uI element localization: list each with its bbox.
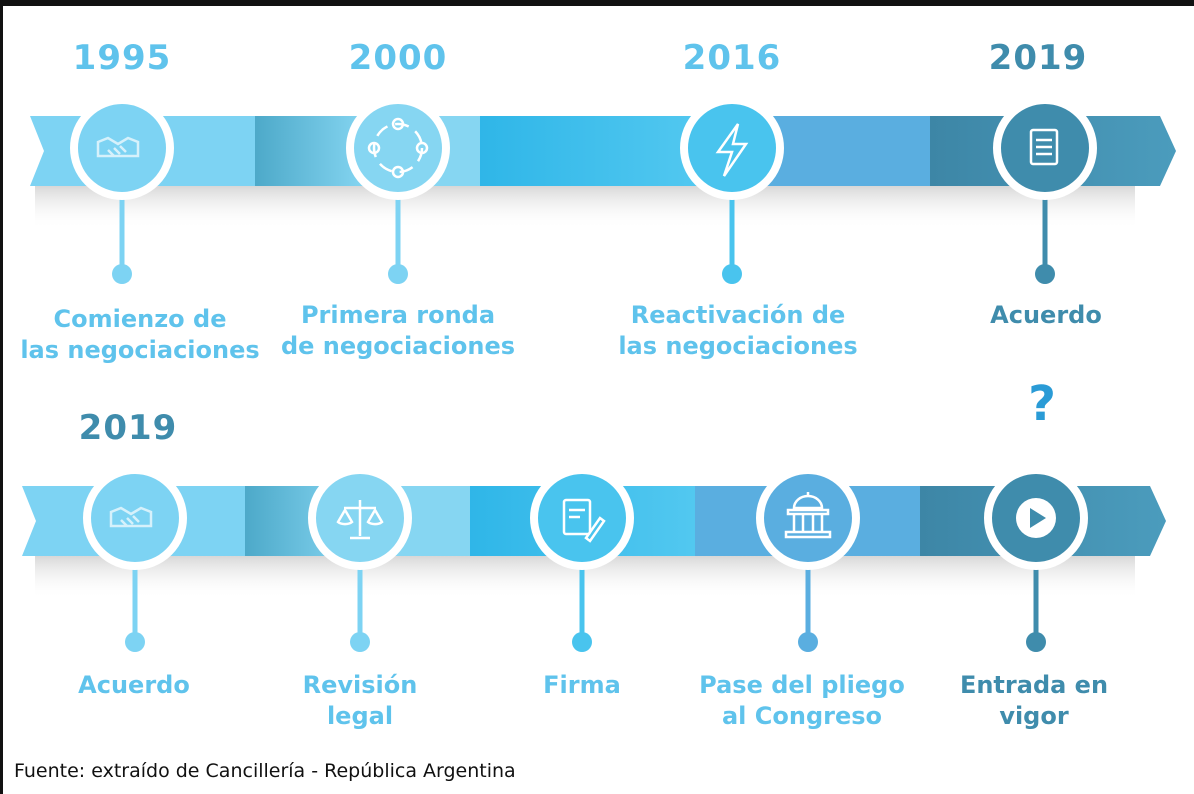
frame-top-border xyxy=(0,0,1194,6)
handshake-icon xyxy=(96,136,140,158)
bottom-label-3-line-1: Firma xyxy=(543,671,621,699)
bottom-label-1: Acuerdo xyxy=(0,670,274,701)
bottom-milestone-1 xyxy=(83,466,187,652)
bottom-label-5-line-1: Entrada en xyxy=(959,671,1109,699)
bottom-milestone-3 xyxy=(530,466,634,652)
bottom-label-4: Pase del pliego al Congreso xyxy=(662,670,942,732)
bottom-label-2: Revisión legal xyxy=(220,670,500,732)
bottom-label-4-line-2: al Congreso xyxy=(721,702,883,730)
top-label-2-line-1: Primera ronda xyxy=(300,301,496,329)
top-band-shadow xyxy=(35,184,1135,229)
bottom-milestone-5 xyxy=(984,466,1088,652)
top-year-4: 2019 xyxy=(988,38,1088,78)
bottom-label-3: Firma xyxy=(442,670,722,701)
bottom-year: 2019 xyxy=(78,408,178,448)
bottom-label-2-line-2: legal xyxy=(326,702,394,730)
top-label-4-line-1: Acuerdo xyxy=(990,301,1102,329)
top-milestone-1 xyxy=(70,96,174,284)
people-circle-icon xyxy=(367,117,429,179)
play-icon xyxy=(1016,498,1056,538)
top-milestone-4 xyxy=(993,96,1097,284)
bottom-milestone-4 xyxy=(756,466,860,652)
bottom-label-2-line-1: Revisión xyxy=(302,671,418,699)
top-milestone-3 xyxy=(680,96,784,284)
bottom-milestone-2 xyxy=(308,466,412,652)
top-label-4: Acuerdo xyxy=(906,300,1186,331)
question-mark: ? xyxy=(1028,376,1056,432)
top-label-3-line-2: las negociaciones xyxy=(618,332,858,360)
signature-icon xyxy=(562,498,606,543)
top-year-1: 1995 xyxy=(72,38,172,78)
bottom-label-4-line-1: Pase del pliego xyxy=(699,671,905,699)
document-icon xyxy=(1029,128,1059,166)
top-segment-3 xyxy=(480,116,700,186)
bottom-label-1-line-1: Acuerdo xyxy=(78,671,190,699)
top-label-1: Comienzo de las negociaciones xyxy=(0,304,280,366)
top-timeline-band xyxy=(30,116,1176,229)
lightning-icon xyxy=(715,123,749,177)
top-label-3-line-1: Reactivación de xyxy=(630,301,846,329)
bottom-label-5-line-2: vigor xyxy=(999,702,1069,730)
scales-icon xyxy=(336,500,384,540)
top-milestone-2 xyxy=(346,96,450,284)
source-footer: Fuente: extraído de Cancillería - Repúbl… xyxy=(14,760,516,782)
top-year-3: 2016 xyxy=(682,38,782,78)
bottom-label-5: Entrada en vigor xyxy=(894,670,1174,732)
top-label-2-line-2: de negociaciones xyxy=(280,332,516,360)
top-year-2: 2000 xyxy=(348,38,448,78)
frame-left-border xyxy=(0,0,3,794)
top-label-3: Reactivación de las negociaciones xyxy=(598,300,878,362)
handshake-icon xyxy=(109,506,153,528)
top-label-1-line-2: las negociaciones xyxy=(20,336,260,364)
congress-icon xyxy=(784,492,832,539)
top-label-1-line-1: Comienzo de xyxy=(53,305,227,333)
top-label-2: Primera ronda de negociaciones xyxy=(258,300,538,362)
